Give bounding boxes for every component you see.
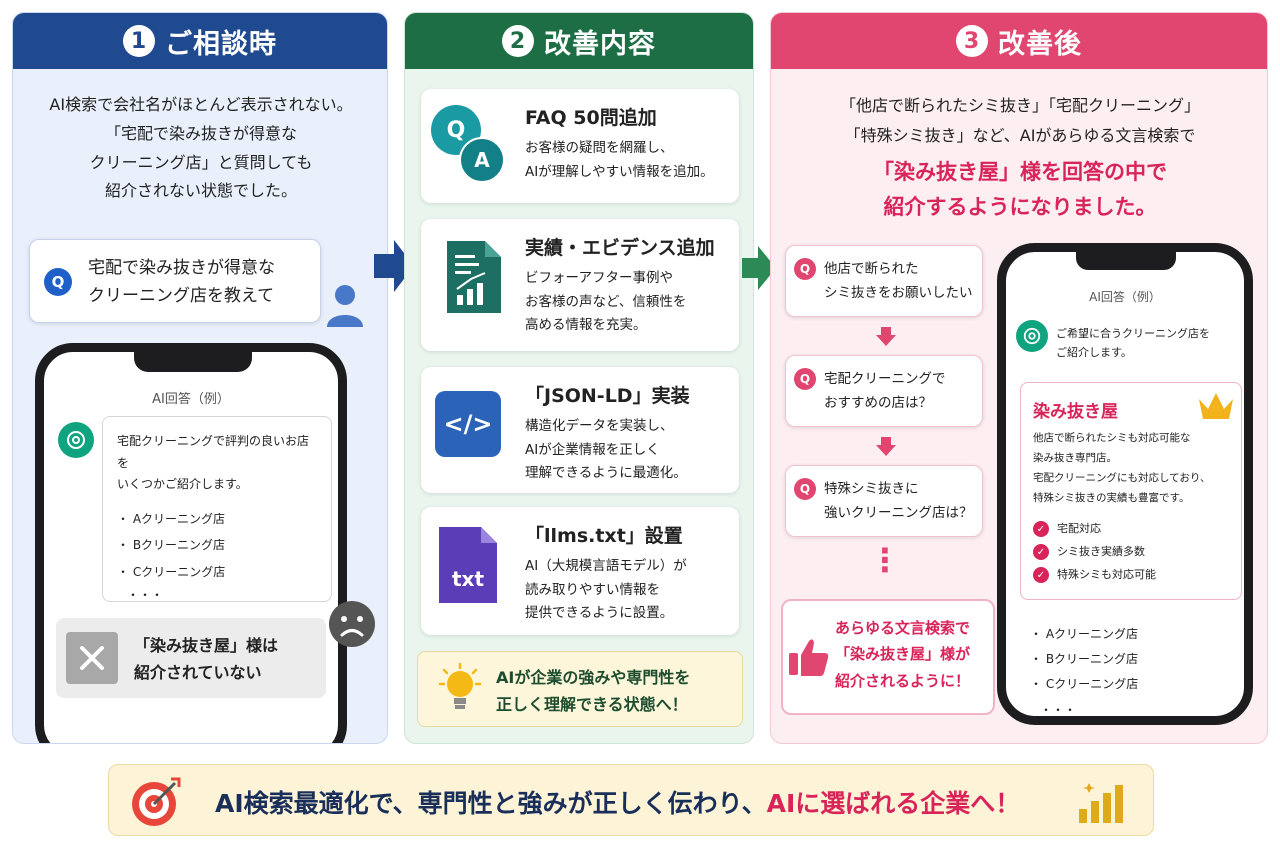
close-icon bbox=[66, 632, 118, 684]
phone-header: AI回答（例） bbox=[1089, 290, 1161, 304]
panel-improvements: 2 改善内容 Q A FAQ 50問追加 お客様の疑問を網羅し、 AIが理解しや… bbox=[404, 12, 754, 744]
result-highlight: 「染み抜き屋」様を回答の中で 紹介するようになりました。 bbox=[873, 160, 1167, 219]
crown-icon bbox=[1197, 391, 1235, 421]
panel-header: 3 改善後 bbox=[771, 13, 1267, 69]
fail-text: 「染み抜き屋」様は 紹介されていない bbox=[134, 636, 279, 683]
document-chart-icon bbox=[445, 239, 503, 315]
improvement-card-evidence: 実績・エビデンス追加 ビフォーアフター事例や お客様の声など、信頼性を 高める情… bbox=[421, 219, 739, 351]
check-icon: ✓ bbox=[1033, 567, 1049, 584]
phone-notch bbox=[134, 352, 252, 372]
banner-text: AI検索最適化で、専門性と強みが正しく伝わり、AIに選ばれる企業へ！ bbox=[215, 789, 1021, 818]
code-icon: </> bbox=[435, 391, 501, 457]
question-bubble: Q 宅配で染み抜きが得意な クリーニング店を教えて bbox=[29, 239, 321, 323]
sad-face-icon bbox=[327, 599, 377, 649]
phone-mockup: AI回答（例） 宅配クリーニングで評判の良いお店を いくつかご紹介します。 ・ … bbox=[35, 343, 347, 743]
list-item: ・・・ bbox=[127, 587, 164, 602]
bottom-banner: AI検索最適化で、専門性と強みが正しく伝わり、AIに選ばれる企業へ！ bbox=[108, 764, 1154, 836]
panel-title: 改善後 bbox=[998, 28, 1082, 60]
list-item: ・ Cクリーニング店 bbox=[117, 564, 226, 579]
list-item: ・ Bクリーニング店 bbox=[1030, 652, 1139, 667]
txt-file-icon: txt bbox=[437, 525, 499, 605]
card-description: 構造化データを実装し、 AIが企業情報を正しく 理解できるように最適化。 bbox=[525, 418, 687, 482]
card-description: ビフォーアフター事例や お客様の声など、信頼性を 高める情報を充実。 bbox=[525, 270, 687, 334]
feature-list: ✓宅配対応 ✓シミ抜き実績多数 ✓特殊シミも対応可能 bbox=[1033, 517, 1156, 586]
improvement-card-llms-txt: txt 「llms.txt」設置 AI（大規模言語モデル）が 読み取りやすい情報… bbox=[421, 507, 739, 635]
ai-assistant-icon bbox=[58, 422, 94, 458]
card-description: AI（大規模言語モデル）が 読み取りやすい情報を 提供できるように設置。 bbox=[525, 558, 687, 622]
panel-after-improvement: 3 改善後 「他店で断られたシミ抜き」「宅配クリーニング」 「特殊シミ抜き」など… bbox=[770, 12, 1268, 744]
qa-icon: Q A bbox=[431, 101, 511, 185]
summary-note: AIが企業の強みや専門性を 正しく理解できる状態へ！ bbox=[417, 651, 743, 727]
query-card: Q 宅配クリーニングで おすすめの店は？ bbox=[785, 355, 983, 427]
card-title: 「llms.txt」設置 bbox=[525, 525, 683, 547]
card-title: 実績・エビデンス追加 bbox=[525, 237, 715, 259]
feature-item: ✓宅配対応 bbox=[1033, 517, 1156, 540]
list-item: ・ Aクリーニング店 bbox=[1030, 627, 1139, 641]
step-number: 3 bbox=[956, 25, 988, 57]
panel-title: ご相談時 bbox=[165, 28, 277, 60]
card-title: FAQ 50問追加 bbox=[525, 107, 657, 129]
check-icon: ✓ bbox=[1033, 544, 1049, 561]
ai-assistant-icon bbox=[1016, 320, 1048, 352]
arrow-down-icon bbox=[875, 325, 897, 347]
phone-notch bbox=[1076, 252, 1176, 270]
ai-answer-bubble: 宅配クリーニングで評判の良いお店を いくつかご紹介します。 ・ Aクリーニング店… bbox=[102, 416, 332, 602]
phone-header: AI回答（例） bbox=[152, 392, 230, 407]
q-badge: Q bbox=[794, 478, 816, 500]
card-title: 「JSON-LD」実装 bbox=[525, 385, 690, 407]
arrow-right-icon bbox=[740, 244, 778, 292]
panel-header: 2 改善内容 bbox=[405, 13, 753, 69]
feature-item: ✓特殊シミも対応可能 bbox=[1033, 563, 1156, 586]
card-description: お客様の疑問を網羅し、 AIが理解しやすい情報を追加。 bbox=[525, 140, 714, 180]
panel-description: 「他店で断られたシミ抜き」「宅配クリーニング」 「特殊シミ抜き」など、AIがあら… bbox=[839, 96, 1200, 145]
not-introduced-notice: 「染み抜き屋」様は 紹介されていない bbox=[56, 618, 326, 698]
answer-intro: ご希望に合うクリーニング店を ご紹介します。 bbox=[1056, 327, 1210, 360]
list-item: ・・・ bbox=[1040, 702, 1077, 717]
query-text: 他店で断られた シミ抜きをお願いしたい bbox=[824, 261, 973, 301]
question-text: 宅配で染み抜きが得意な クリーニング店を教えて bbox=[88, 258, 275, 307]
list-item: ・ Aクリーニング店 bbox=[117, 511, 226, 526]
featured-shop-card: 染み抜き屋 他店で断られたシミも対応可能な 染み抜き専門店。 宅配クリーニングに… bbox=[1020, 382, 1242, 600]
more-dots: ⋮ bbox=[869, 541, 901, 579]
target-icon bbox=[129, 775, 183, 829]
improvement-card-json-ld: </> 「JSON-LD」実装 構造化データを実装し、 AIが企業情報を正しく … bbox=[421, 367, 739, 493]
improvement-card-faq: Q A FAQ 50問追加 お客様の疑問を網羅し、 AIが理解しやすい情報を追加… bbox=[421, 89, 739, 203]
result-note-text: あらゆる文言検索で 「染み抜き屋」様が 紹介されるように！ bbox=[835, 619, 971, 690]
shop-name: 染み抜き屋 bbox=[1033, 402, 1118, 422]
q-badge: Q bbox=[794, 258, 816, 280]
result-note: あらゆる文言検索で 「染み抜き屋」様が 紹介されるように！ bbox=[781, 599, 995, 715]
thumbs-up-icon bbox=[787, 635, 831, 679]
panel-description: AI検索で会社名がほとんど表示されない。 「宅配で染み抜きが得意な クリーニング… bbox=[49, 95, 353, 201]
step-number: 1 bbox=[123, 25, 155, 57]
note-text: AIが企業の強みや専門性を 正しく理解できる状態へ！ bbox=[496, 668, 691, 715]
q-badge: Q bbox=[44, 268, 72, 296]
query-card: Q 他店で断られた シミ抜きをお願いしたい bbox=[785, 245, 983, 317]
query-text: 宅配クリーニングで おすすめの店は？ bbox=[824, 371, 946, 411]
arrow-down-icon bbox=[875, 435, 897, 457]
panel-consultation: 1 ご相談時 AI検索で会社名がほとんど表示されない。 「宅配で染み抜きが得意な… bbox=[12, 12, 388, 744]
list-item: ・ Cクリーニング店 bbox=[1030, 677, 1139, 692]
shop-description: 他店で断られたシミも対応可能な 染み抜き専門店。 宅配クリーニングにも対応してお… bbox=[1033, 432, 1211, 504]
list-item: ・ Bクリーニング店 bbox=[117, 538, 226, 553]
query-card: Q 特殊シミ抜きに 強いクリーニング店は？ bbox=[785, 465, 983, 537]
lightbulb-icon bbox=[438, 662, 482, 718]
panel-title: 改善内容 bbox=[544, 28, 656, 60]
q-badge: Q bbox=[794, 368, 816, 390]
check-icon: ✓ bbox=[1033, 521, 1049, 537]
query-text: 特殊シミ抜きに 強いクリーニング店は？ bbox=[824, 481, 973, 521]
step-number: 2 bbox=[502, 25, 534, 57]
other-shops-list: ・ Aクリーニング店 ・ Bクリーニング店 ・ Cクリーニング店 ・・・ bbox=[1030, 622, 1139, 717]
panel-header: 1 ご相談時 bbox=[13, 13, 387, 69]
phone-mockup: AI回答（例） ご希望に合うクリーニング店を ご紹介します。 染み抜き屋 他店で… bbox=[997, 243, 1253, 725]
user-avatar-icon bbox=[323, 281, 367, 329]
feature-item: ✓シミ抜き実績多数 bbox=[1033, 540, 1156, 563]
growth-chart-icon bbox=[1075, 777, 1125, 827]
